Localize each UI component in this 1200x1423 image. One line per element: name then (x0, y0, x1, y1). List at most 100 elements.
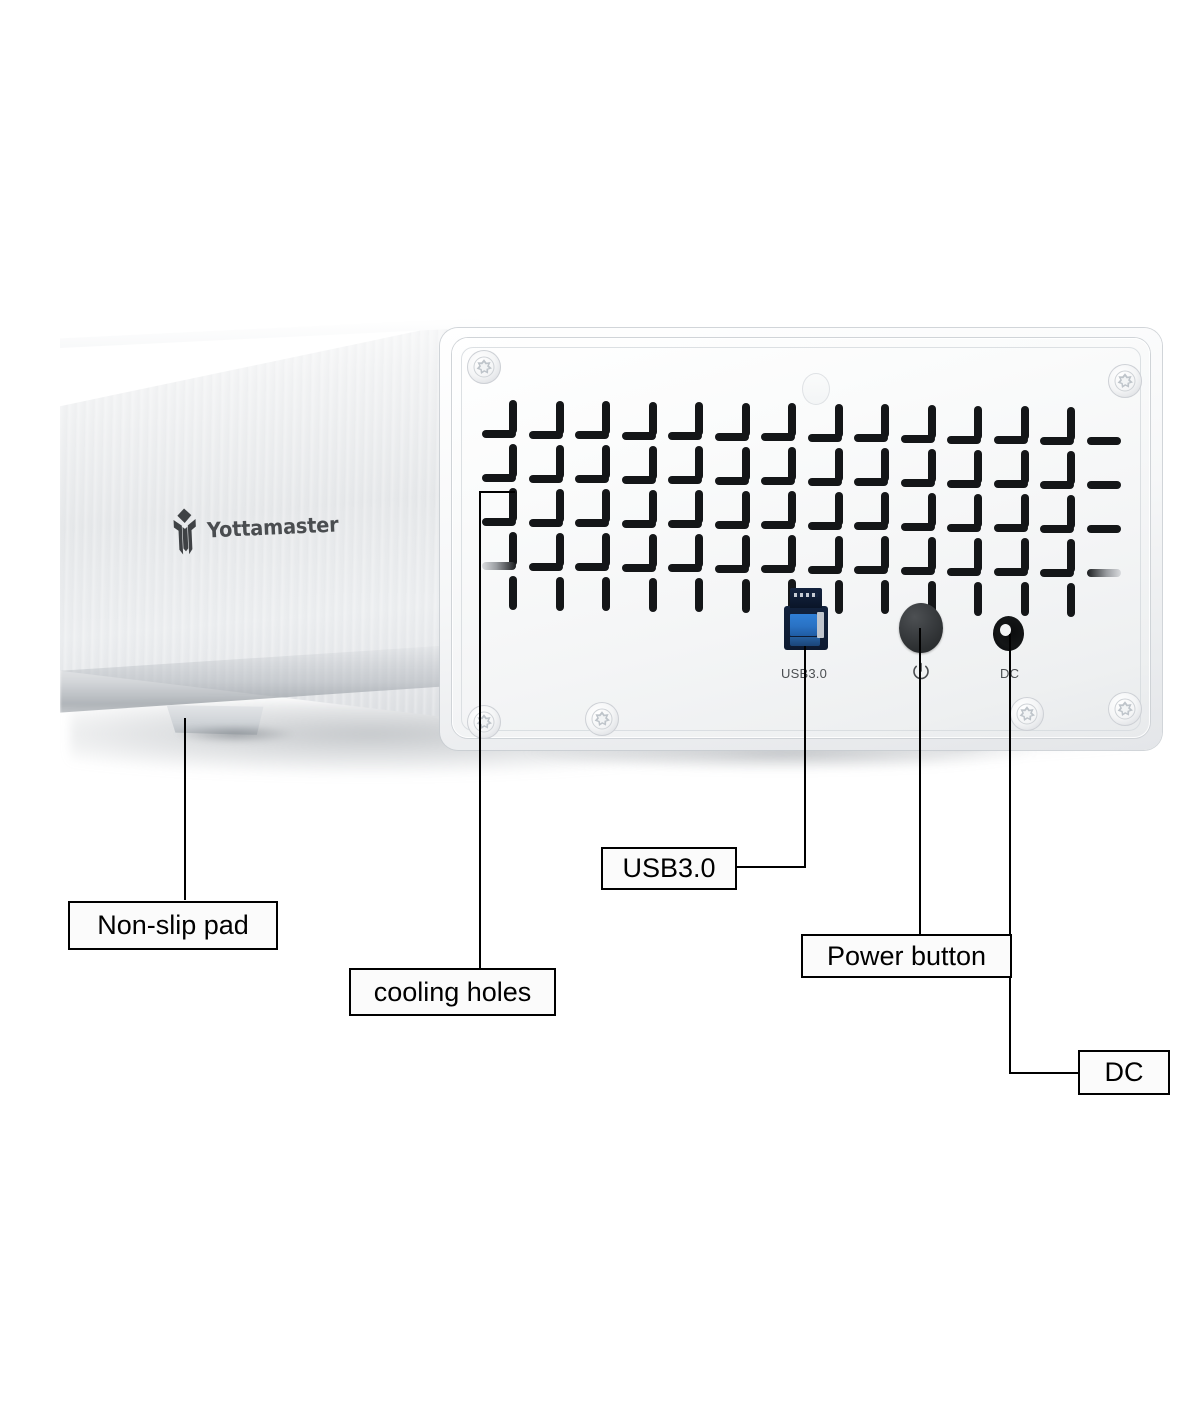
vent-slot-vertical (881, 404, 889, 439)
vent-slot-horizontal (761, 565, 795, 574)
vent-slot-vertical (555, 532, 564, 567)
vent-slot-horizontal (714, 432, 749, 441)
callout-label-non-slip-pad: Non-slip pad (68, 901, 278, 950)
vent-slot-vertical (555, 400, 564, 435)
vent-slot-horizontal (947, 479, 981, 488)
vent-slot-vertical (1067, 582, 1075, 617)
vent-slot-horizontal (668, 476, 702, 485)
panel-screw (1108, 692, 1142, 726)
vent-slot-horizontal (1040, 568, 1074, 577)
vent-slot-horizontal (807, 565, 842, 574)
vent-slot-horizontal (621, 519, 656, 528)
vent-slot-horizontal (714, 520, 749, 529)
callout-line-dc-vertical (1009, 634, 1011, 1074)
vent-slot-vertical (648, 577, 657, 612)
vent-slot-vertical (648, 489, 657, 524)
usb-port-pins (794, 593, 818, 597)
vent-slot-horizontal (900, 566, 935, 575)
vent-slot-horizontal (621, 475, 656, 484)
vent-slot-horizontal (900, 434, 935, 443)
usb3-port[interactable] (784, 588, 828, 650)
vent-slot-horizontal (1086, 437, 1121, 446)
panel-screw (585, 702, 619, 736)
cooling-holes-grid (452, 338, 1150, 738)
vent-slot-horizontal (528, 430, 563, 439)
vent-slot-vertical (602, 445, 610, 480)
vent-slot-horizontal (993, 568, 1028, 577)
vent-slot-vertical (1067, 406, 1075, 441)
vent-slot-horizontal (761, 521, 795, 530)
panel-screw (467, 350, 501, 384)
panel-screw (467, 705, 501, 739)
vent-slot-horizontal (807, 433, 842, 442)
vent-slot-vertical (927, 404, 936, 439)
dc-jack-center-pin (1000, 624, 1011, 636)
vent-slot-vertical (788, 403, 796, 438)
callout-line-cooling-holes-vertical (479, 491, 481, 968)
vent-slot-vertical (695, 490, 703, 525)
panel-screw (1108, 364, 1142, 398)
vent-slot-horizontal (947, 435, 981, 444)
vent-slot-horizontal (1086, 525, 1121, 534)
vent-slot-vertical (834, 535, 843, 570)
vent-slot-horizontal (482, 562, 516, 570)
vent-slot-horizontal (575, 563, 609, 572)
vent-slot-horizontal (900, 478, 935, 487)
usb-port-side-tab (817, 612, 824, 638)
brand-name: Yottamaster (206, 512, 339, 543)
vent-slot-vertical (509, 444, 517, 478)
callout-label-usb3: USB3.0 (601, 847, 737, 890)
hdd-enclosure-product-photo: Yottamaster USB3.0 DC (60, 318, 1170, 810)
vent-slot-vertical (834, 403, 843, 438)
callout-label-dc: DC (1078, 1050, 1170, 1095)
torx-screw-icon (473, 356, 495, 378)
brand-logo: Yottamaster (171, 501, 351, 555)
vent-slot-horizontal (528, 474, 563, 483)
vent-slot-vertical (509, 400, 517, 434)
vent-slot-vertical (509, 532, 517, 566)
vent-slot-horizontal (993, 436, 1028, 445)
vent-slot-horizontal (528, 562, 563, 571)
vent-slot-vertical (881, 580, 889, 615)
vent-slot-vertical (974, 537, 982, 572)
vent-slot-vertical (648, 445, 657, 480)
power-button[interactable] (899, 603, 943, 653)
vent-slot-horizontal (621, 563, 656, 572)
vent-slot-vertical (974, 405, 982, 440)
vent-slot-vertical (927, 536, 936, 571)
vent-slot-vertical (881, 448, 889, 483)
vent-slot-horizontal (1040, 480, 1074, 489)
vent-slot-horizontal (528, 518, 563, 527)
vent-slot-vertical (1020, 406, 1029, 441)
vent-slot-vertical (834, 447, 843, 482)
vent-slot-vertical (509, 576, 517, 610)
torx-screw-icon (473, 711, 495, 733)
vent-slot-vertical (834, 579, 843, 614)
vent-slot-vertical (927, 580, 936, 615)
vent-slot-horizontal (807, 477, 842, 486)
vent-slot-vertical (788, 447, 796, 482)
vent-slot-vertical (602, 577, 610, 612)
vent-slot-horizontal (482, 430, 516, 438)
vent-slot-vertical (974, 449, 982, 484)
usb-port-blue-lower (790, 637, 820, 646)
vent-slot-vertical (741, 578, 750, 613)
vent-slot-vertical (788, 491, 796, 526)
vent-slot-vertical (927, 448, 936, 483)
callout-line-non-slip-pad (184, 718, 186, 900)
torx-screw-icon (591, 708, 613, 730)
vent-slot-vertical (695, 446, 703, 481)
callout-label-cooling-holes: cooling holes (349, 968, 556, 1016)
vent-slot-horizontal (482, 474, 516, 482)
callout-label-power-button: Power button (801, 934, 1012, 978)
vent-slot-vertical (648, 401, 657, 436)
callout-line-usb3-horizontal (737, 866, 806, 868)
vent-slot-vertical (881, 492, 889, 527)
vent-slot-vertical (788, 535, 796, 570)
vent-slot-horizontal (807, 521, 842, 530)
vent-slot-vertical (1020, 582, 1029, 617)
usb3-printed-label: USB3.0 (781, 666, 827, 681)
non-slip-pad-shadow (150, 722, 320, 748)
vent-slot-horizontal (854, 566, 888, 575)
vent-slot-vertical (1020, 494, 1029, 529)
